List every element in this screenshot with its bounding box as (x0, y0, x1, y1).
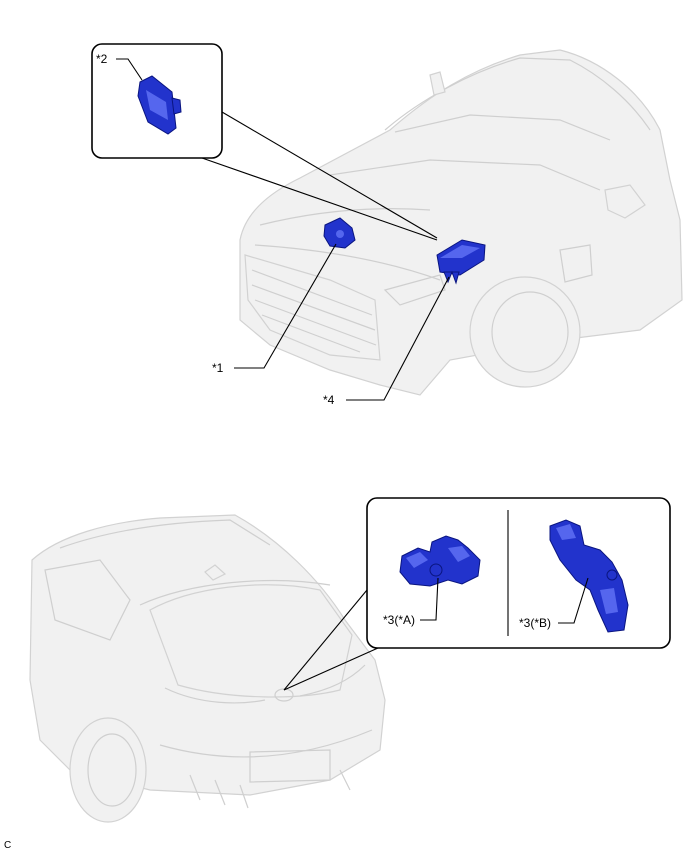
leader-part-4 (346, 276, 450, 401)
part-2-component (137, 75, 182, 135)
part-1-component (323, 217, 356, 249)
part-3a-component (399, 535, 481, 587)
callout-part-4: *4 (323, 393, 335, 407)
inset-leader-lower (201, 157, 438, 241)
leader-part-3b (558, 577, 589, 624)
callout-part-2: *2 (96, 52, 108, 66)
figure-code: C (4, 840, 11, 851)
detail-inset-part-3 (366, 497, 671, 649)
callout-part-1: *1 (212, 361, 224, 375)
callout-part-3a: *3(*A) (383, 613, 415, 627)
leader-part-2 (116, 58, 143, 81)
inset-leader-upper (221, 111, 438, 239)
front-vehicle-illustration (239, 49, 683, 396)
inset-leader-rear-lower (283, 647, 379, 691)
callout-part-3b: *3(*B) (519, 616, 551, 630)
leader-part-1 (234, 243, 337, 369)
rear-vehicle-illustration (29, 514, 386, 823)
inset-leader-rear-upper (283, 589, 368, 691)
leader-part-3a (420, 577, 439, 621)
part-3b-component (549, 519, 629, 633)
